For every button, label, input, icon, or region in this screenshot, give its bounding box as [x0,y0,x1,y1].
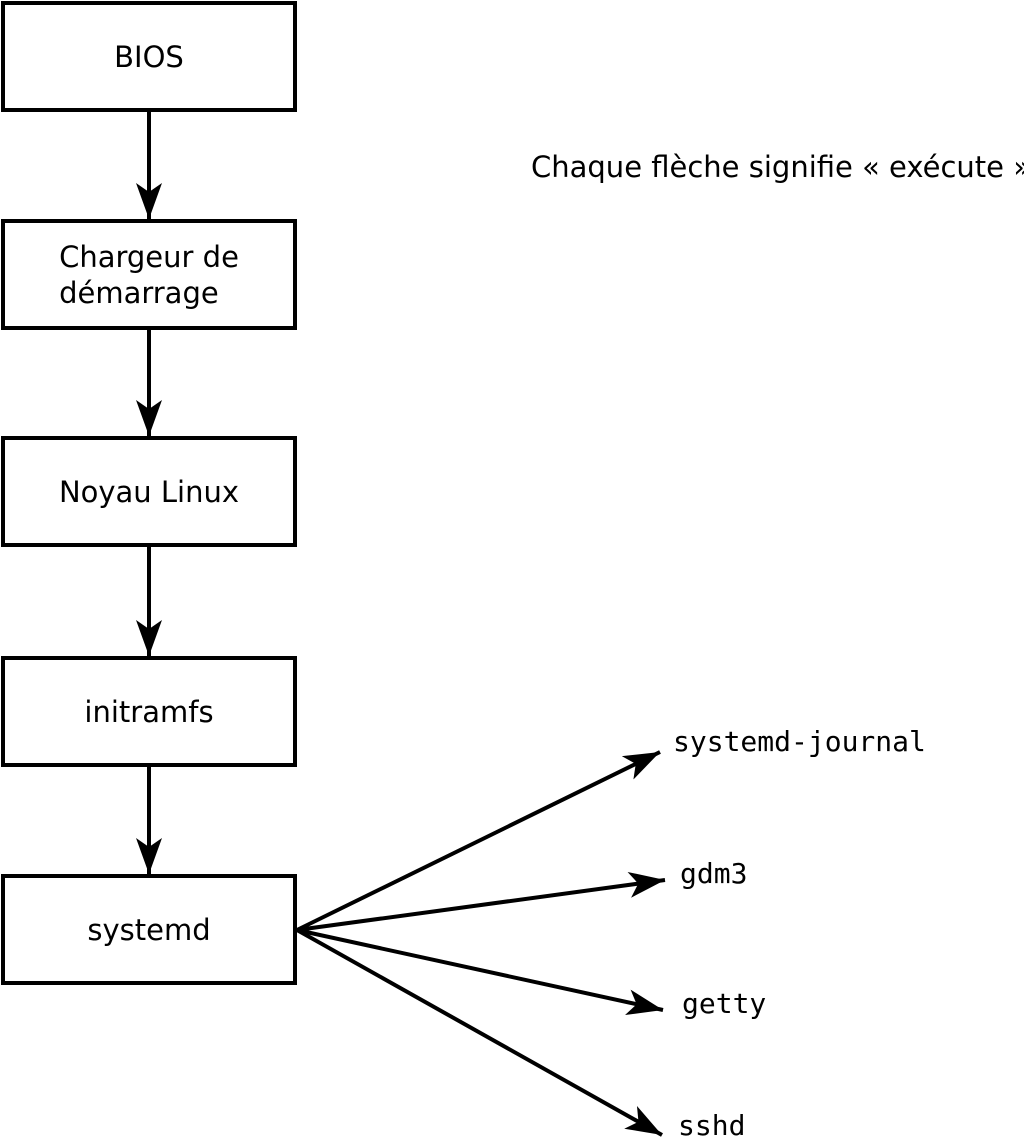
node-bootloader-label: Chargeur de démarrage [59,239,239,310]
caption: Chaque flèche signifie « exécute ». [531,150,1024,184]
arrow-systemd-gdm3 [296,871,666,932]
node-initramfs-label: initramfs [84,694,214,729]
arrow-systemd-sshd-getty [296,928,664,1016]
process-label-gdm3: gdm3 [680,857,748,890]
arrow-systemd-sshd [296,928,663,1137]
node-bootloader: Chargeur de démarrage [1,219,297,330]
node-initramfs: initramfs [1,656,297,767]
node-kernel: Noyau Linux [1,436,297,547]
node-bios-label: BIOS [114,39,184,74]
process-label-systemd-journal: systemd-journal [673,725,926,758]
node-systemd-label: systemd [87,912,211,947]
node-systemd: systemd [1,874,297,985]
node-bios: BIOS [1,1,297,112]
process-label-getty: getty [682,987,767,1020]
process-label-sshd: sshd [678,1109,746,1142]
node-kernel-label: Noyau Linux [58,474,240,509]
arrow-systemd-journal [296,750,661,932]
